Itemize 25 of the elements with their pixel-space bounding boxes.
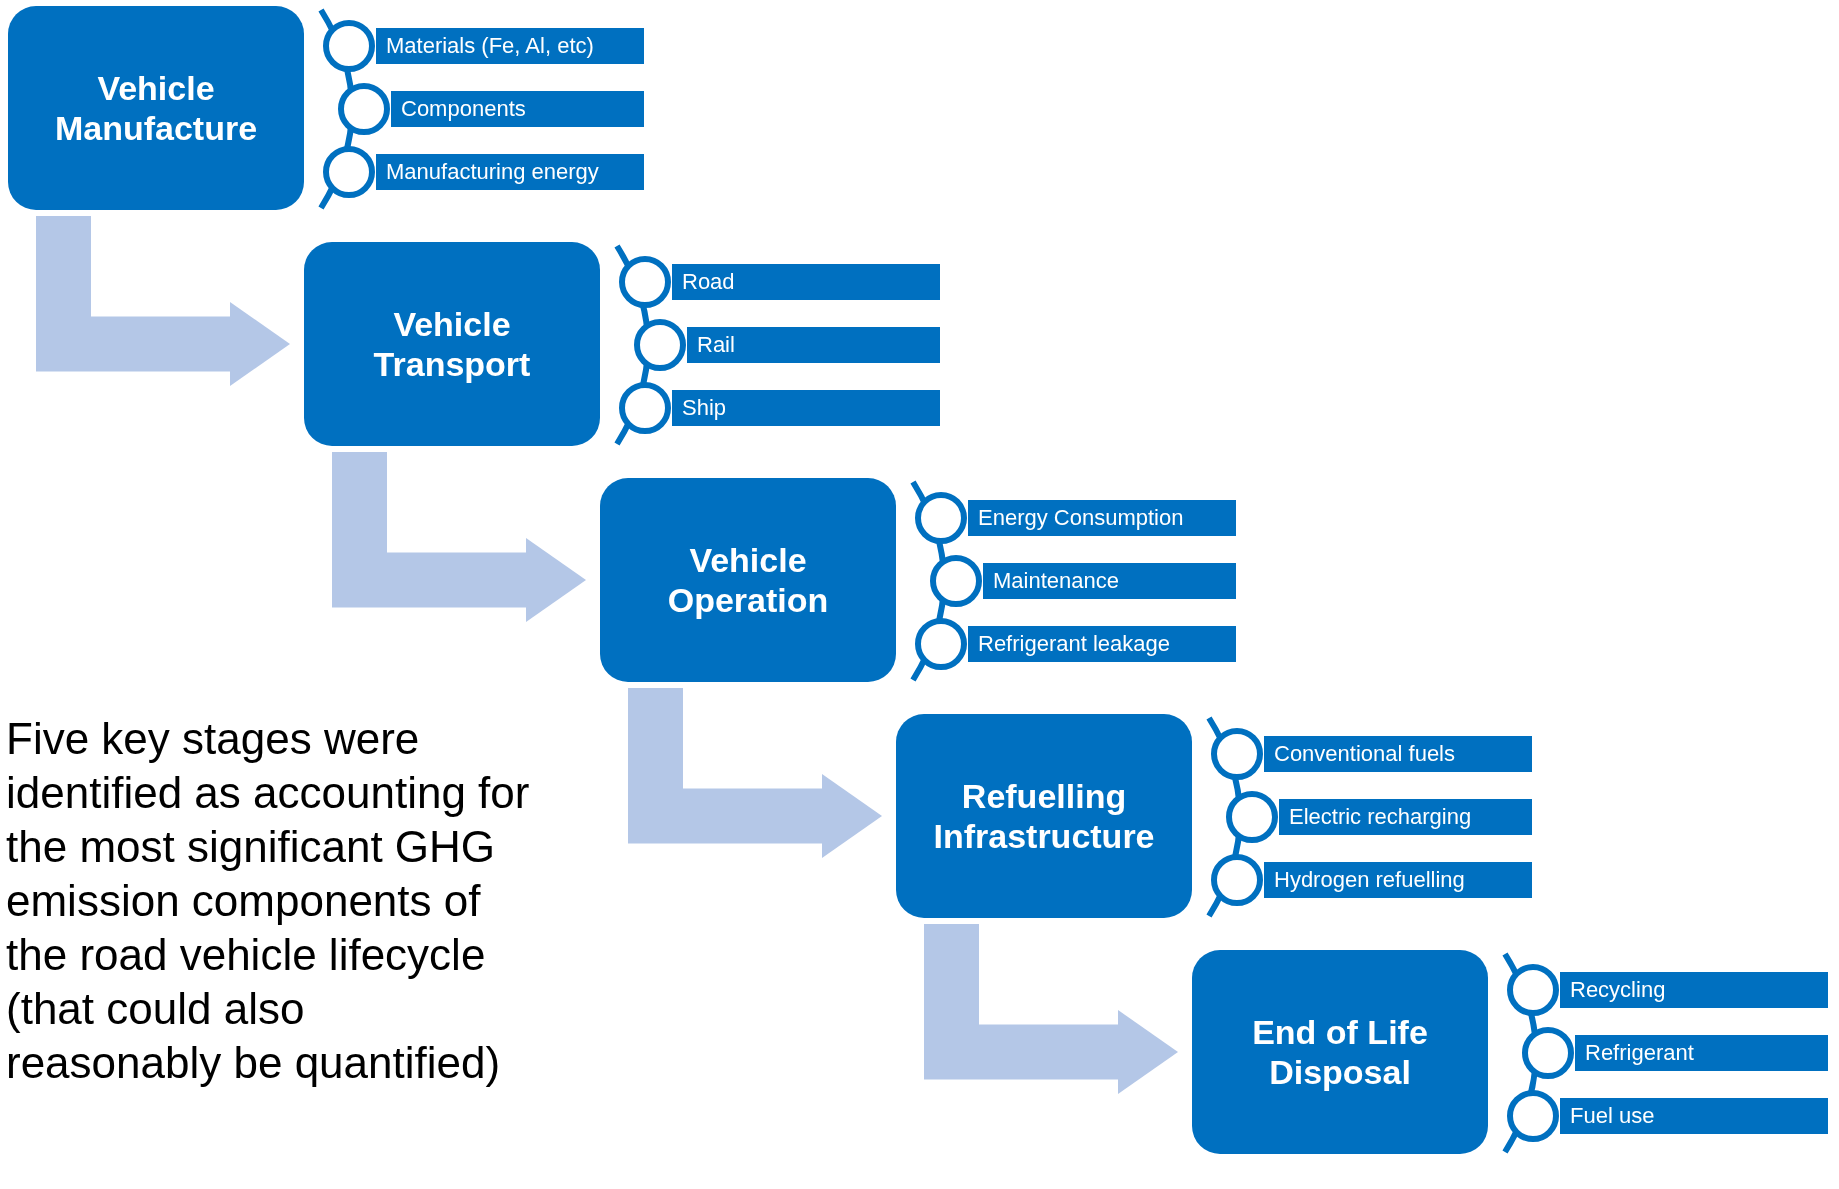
description-text: Five key stages were identified as accounting for the most significant GHG emission components of the road vehicle lifecycle (that could also reasonably be quantified) — [6, 713, 531, 1089]
stage-box: Vehicle Transport — [304, 242, 600, 446]
item-bar: Materials (Fe, Al, etc) — [376, 28, 644, 64]
arrow — [628, 688, 882, 858]
item-bar: Components — [391, 91, 644, 127]
stage-box: End of Life Disposal — [1192, 950, 1488, 1154]
stage-box: Vehicle Manufacture — [8, 6, 304, 210]
stage-box: Vehicle Operation — [600, 478, 896, 682]
item-bar: Ship — [672, 390, 940, 426]
item-bar: Conventional fuels — [1264, 736, 1532, 772]
item-bar: Refrigerant — [1575, 1035, 1828, 1071]
item-bar: Recycling — [1560, 972, 1828, 1008]
item-bar: Road — [672, 264, 940, 300]
item-bar: Hydrogen refuelling — [1264, 862, 1532, 898]
item-bar: Rail — [687, 327, 940, 363]
item-bar: Manufacturing energy — [376, 154, 644, 190]
arrow — [36, 216, 290, 386]
item-bar: Electric recharging — [1279, 799, 1532, 835]
item-bar: Fuel use — [1560, 1098, 1828, 1134]
item-bar: Energy Consumption — [968, 500, 1236, 536]
item-bar: Refrigerant leakage — [968, 626, 1236, 662]
arrow — [332, 452, 586, 622]
item-bar: Maintenance — [983, 563, 1236, 599]
stage-box: Refuelling Infrastructure — [896, 714, 1192, 918]
arrow — [924, 924, 1178, 1094]
